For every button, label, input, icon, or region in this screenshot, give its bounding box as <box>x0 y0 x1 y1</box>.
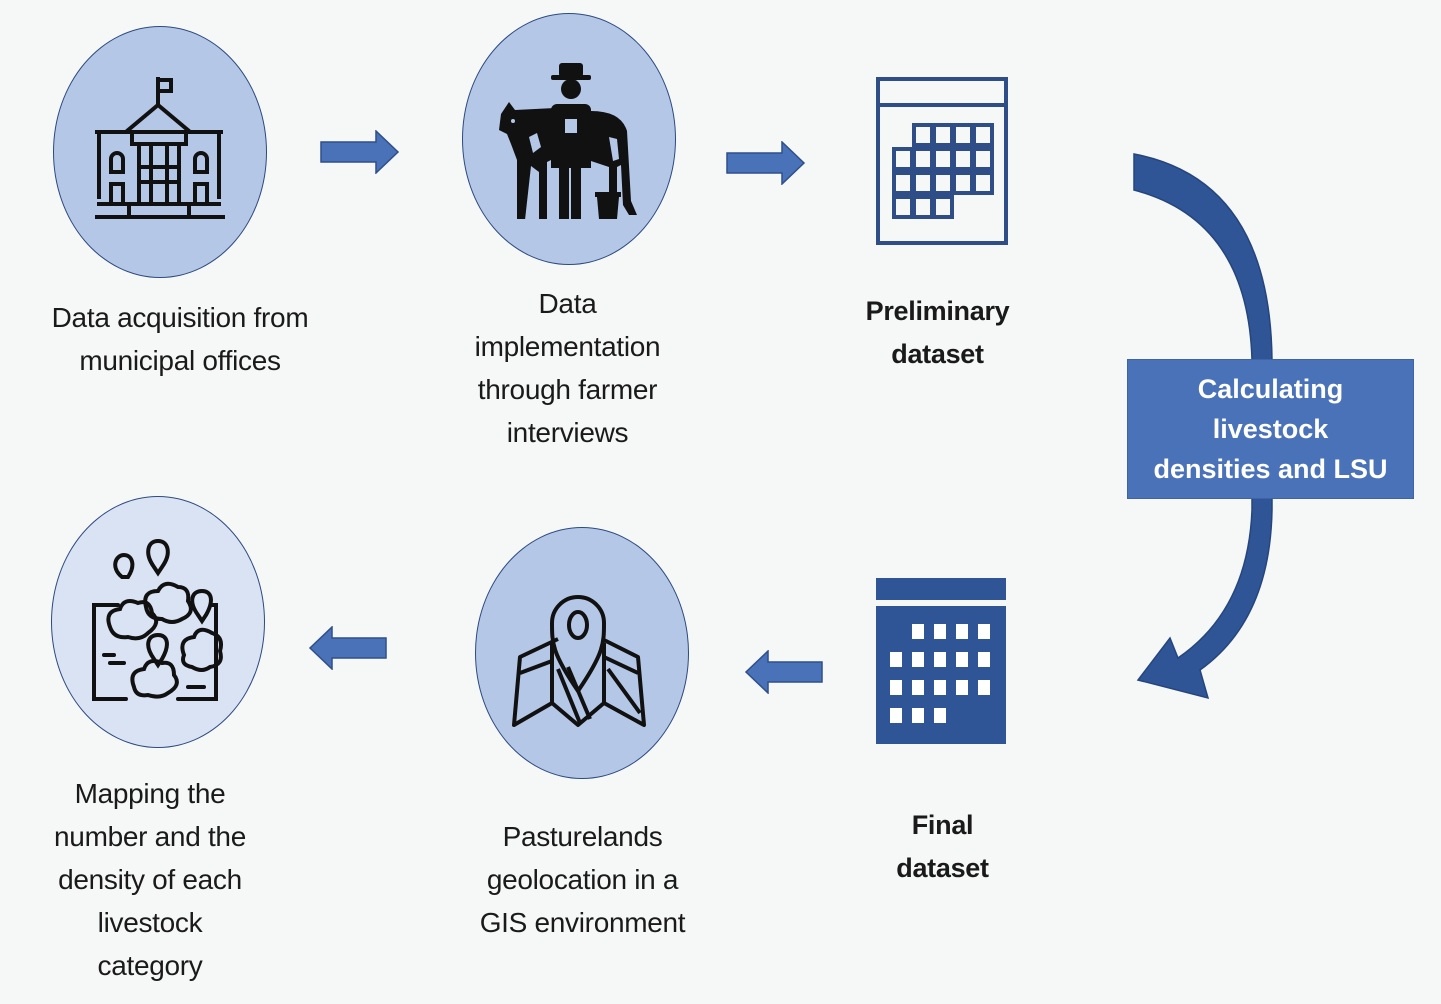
step-circle-municipal-offices <box>53 26 267 278</box>
arrow-left-2 <box>308 626 387 670</box>
farmer-cow-icon <box>499 59 639 219</box>
step-label-farmer-interviews: Data implementation through farmer inter… <box>474 288 661 448</box>
calendar-grid-filled-icon <box>876 578 1006 744</box>
process-box-calculating-lsu: Calculating livestock densities and LSU <box>1127 359 1414 499</box>
sheep-map-icon <box>88 537 228 707</box>
step-label-preliminary-dataset: Preliminary dataset <box>865 296 1010 369</box>
arrow-right-2 <box>726 141 806 185</box>
step-label-mapping-livestock: Mapping the number and the density of ea… <box>54 778 246 981</box>
map-pin-icon <box>512 573 652 733</box>
calendar-grid-outline-icon <box>876 77 1008 245</box>
arrow-left-1 <box>744 650 823 694</box>
curved-arrow-down <box>1133 153 1273 700</box>
step-label-pasturelands-gis: Pasturelands geolocation in a GIS enviro… <box>479 821 686 938</box>
arrow-right-1 <box>320 130 400 174</box>
step-circle-farmer-interviews <box>462 13 676 265</box>
step-circle-pasturelands-gis <box>475 527 689 779</box>
step-label-municipal-offices: Data acquisition from municipal offices <box>51 302 309 376</box>
step-label-final-dataset: Final dataset <box>896 810 989 883</box>
step-circle-mapping-livestock <box>51 496 265 748</box>
city-hall-icon <box>95 77 225 227</box>
